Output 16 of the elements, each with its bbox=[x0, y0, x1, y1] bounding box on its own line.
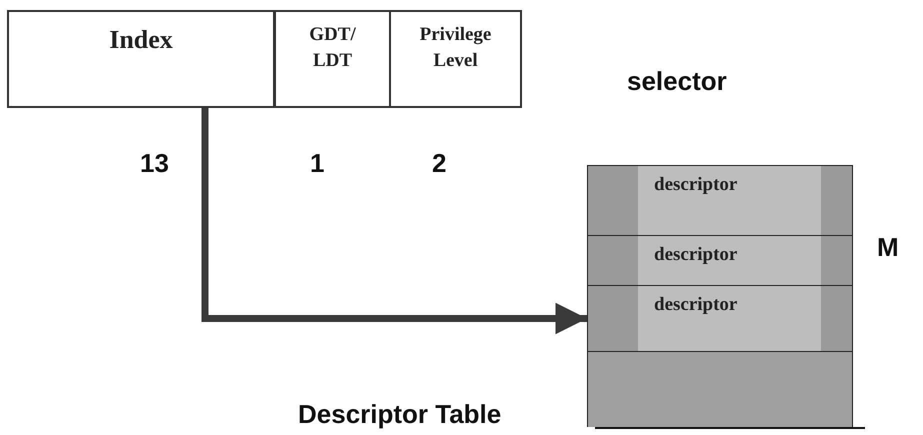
field-cell bbox=[7, 10, 275, 108]
descriptor-row: descriptor bbox=[587, 235, 853, 286]
field-cell bbox=[389, 10, 522, 108]
field-cell bbox=[274, 10, 391, 108]
bit-count: 13 bbox=[140, 148, 169, 179]
table-title: Descriptor Table bbox=[298, 399, 502, 430]
field-name: Privilege Level bbox=[418, 23, 492, 73]
arrow bbox=[202, 108, 587, 334]
field-name: Index bbox=[109, 24, 173, 56]
field-name: GDT/ LDT bbox=[308, 23, 357, 73]
bit-count: 2 bbox=[432, 148, 446, 179]
bit-count: 1 bbox=[310, 148, 324, 179]
descriptor-row: descriptor bbox=[587, 165, 853, 236]
selector-title: selector bbox=[627, 66, 727, 97]
memory-label: M bbox=[877, 232, 899, 263]
descriptor-row: descriptor bbox=[587, 285, 853, 352]
